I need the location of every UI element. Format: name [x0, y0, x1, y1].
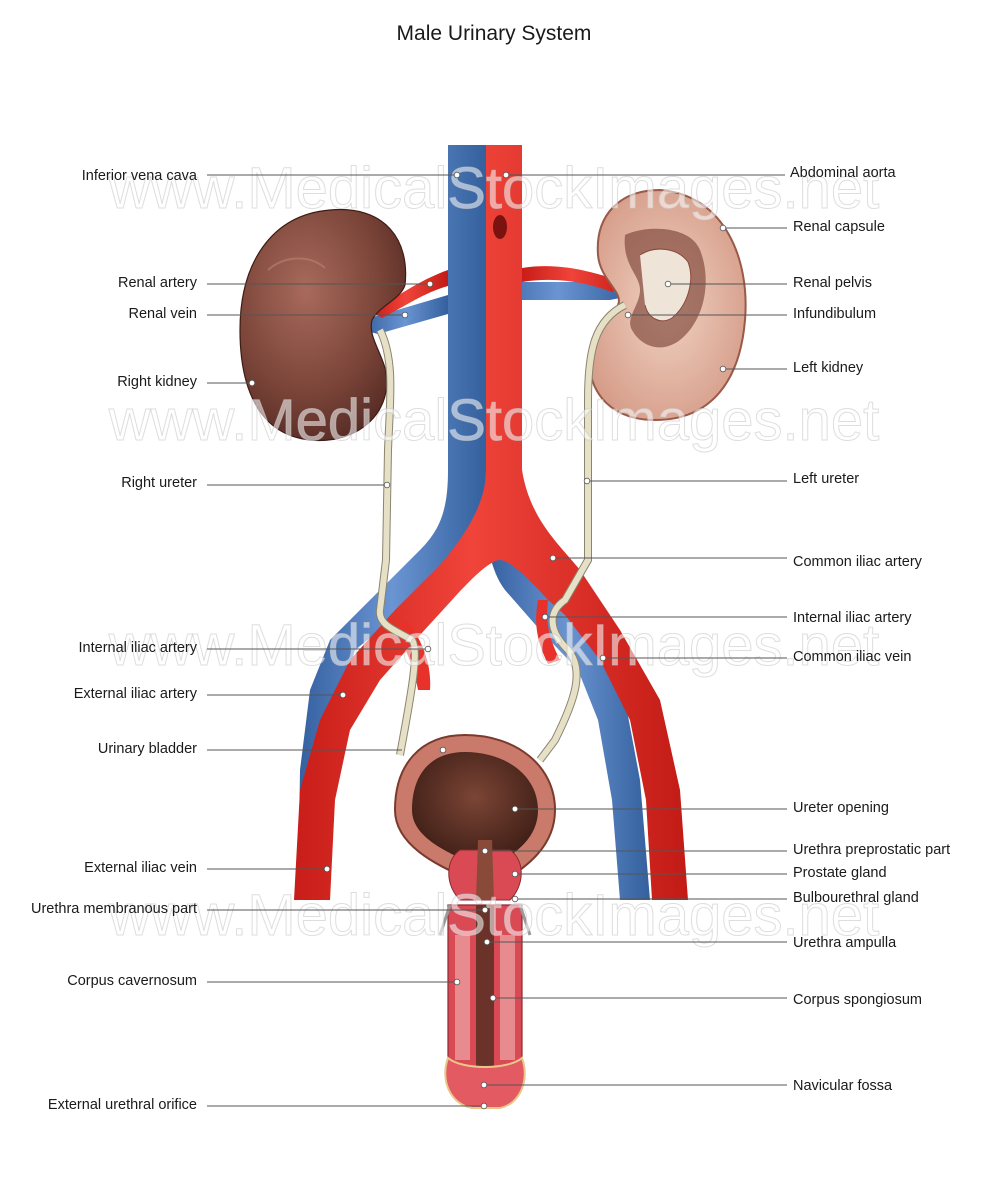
leader-dot — [541, 613, 549, 621]
watermark-layer: www.MedicalStockImages.net www.MedicalSt… — [107, 156, 879, 949]
aorta-branch-ostium — [493, 215, 507, 239]
label-renal-pelvis: Renal pelvis — [793, 275, 872, 291]
right-labels: Abdominal aorta Renal capsule Renal pelv… — [790, 165, 950, 1094]
leader-dot — [549, 554, 557, 562]
leader-dot — [483, 938, 491, 946]
leader-dot — [583, 477, 591, 485]
label-renal-artery: Renal artery — [118, 275, 198, 291]
watermark-text: www.MedicalStockImages.net — [108, 156, 879, 221]
leader-dot — [453, 171, 461, 179]
leader-dot — [401, 311, 409, 319]
leader-dot — [502, 171, 510, 179]
leader-dot — [323, 865, 331, 873]
leader-dot — [511, 895, 519, 903]
label-ureter-opening: Ureter opening — [793, 800, 889, 816]
leader-dot — [383, 481, 391, 489]
left-labels: Inferior vena cava Renal artery Renal ve… — [31, 168, 198, 1113]
ureters — [375, 301, 627, 763]
diagram-title: Male Urinary System — [396, 22, 592, 45]
leader-dot — [511, 805, 519, 813]
label-urinary-bladder: Urinary bladder — [98, 741, 197, 757]
label-inferior-vena-cava: Inferior vena cava — [82, 168, 198, 184]
label-urethra-ampulla: Urethra ampulla — [793, 935, 897, 951]
leader-dot — [481, 906, 489, 914]
label-external-iliac-artery: External iliac artery — [74, 686, 198, 702]
leader-dot — [453, 978, 461, 986]
watermark-text: www.MedicalStockImages.net — [108, 388, 879, 453]
leader-dot — [481, 847, 489, 855]
label-internal-iliac-artery-left: Internal iliac artery — [79, 640, 198, 656]
label-abdominal-aorta: Abdominal aorta — [790, 165, 897, 181]
leader-dot — [664, 280, 672, 288]
abdominal-aorta-shape — [294, 145, 688, 900]
leader-dot — [624, 311, 632, 319]
label-prostate-gland: Prostate gland — [793, 865, 887, 881]
label-bulbourethral-gland: Bulbourethral gland — [793, 890, 919, 906]
watermark-text: www.MedicalStockImages.net — [108, 613, 879, 678]
label-corpus-spongiosum: Corpus spongiosum — [793, 992, 922, 1008]
leader-dot — [719, 365, 727, 373]
leader-dot — [489, 994, 497, 1002]
leader-dot — [719, 224, 727, 232]
leader-dot — [339, 691, 347, 699]
leader-dot — [248, 379, 256, 387]
label-urethra-membranous-part: Urethra membranous part — [31, 901, 197, 917]
label-corpus-cavernosum: Corpus cavernosum — [67, 973, 197, 989]
label-right-ureter: Right ureter — [121, 475, 197, 491]
label-left-kidney: Left kidney — [793, 360, 864, 376]
watermark-text: www.MedicalStockImages.net — [108, 883, 879, 948]
label-urethra-preprostatic-part: Urethra preprostatic part — [793, 842, 950, 858]
label-internal-iliac-artery-right: Internal iliac artery — [793, 610, 912, 626]
leader-lines — [207, 171, 787, 1110]
leader-dot — [511, 870, 519, 878]
right-kidney-shape — [239, 208, 407, 442]
leader-dot — [599, 654, 607, 662]
label-navicular-fossa: Navicular fossa — [793, 1078, 893, 1094]
left-renal-artery-shape — [522, 266, 632, 292]
label-common-iliac-vein: Common iliac vein — [793, 649, 911, 665]
leader-dot — [480, 1102, 488, 1110]
left-kidney-shape — [588, 188, 747, 422]
label-renal-vein: Renal vein — [128, 306, 197, 322]
urinary-bladder-shape — [393, 733, 557, 901]
label-infundibulum: Infundibulum — [793, 306, 876, 322]
label-right-kidney: Right kidney — [117, 374, 198, 390]
label-external-urethral-orifice: External urethral orifice — [48, 1097, 197, 1113]
leader-dot — [480, 1081, 488, 1089]
label-renal-capsule: Renal capsule — [793, 219, 885, 235]
leader-dot — [439, 746, 447, 754]
label-external-iliac-vein: External iliac vein — [84, 860, 197, 876]
leader-dot — [426, 280, 434, 288]
label-left-ureter: Left ureter — [793, 471, 859, 487]
leader-dot — [424, 645, 432, 653]
label-common-iliac-artery: Common iliac artery — [793, 554, 923, 570]
